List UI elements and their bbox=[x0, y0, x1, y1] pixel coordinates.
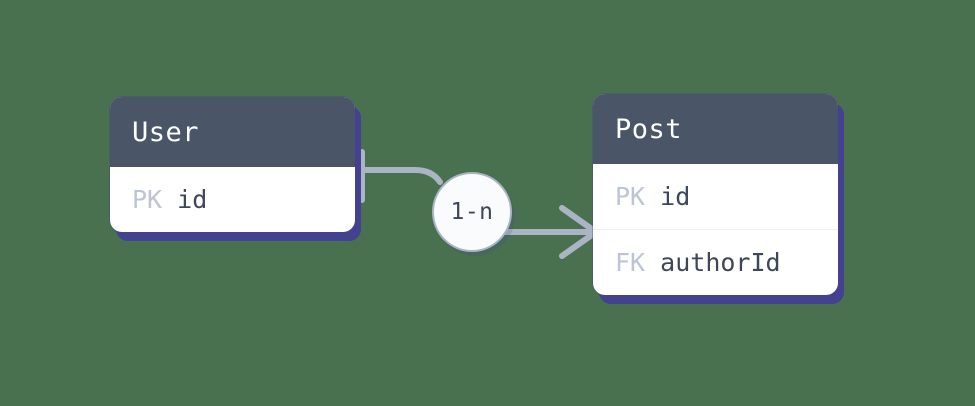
attribute-row: FK authorId bbox=[593, 229, 838, 295]
entity-title-post: Post bbox=[593, 94, 838, 164]
attribute-name: authorId bbox=[660, 248, 781, 277]
edge-user-to-relationship bbox=[352, 167, 443, 185]
attribute-row: PK id bbox=[110, 167, 355, 232]
attribute-key-tag: PK bbox=[132, 185, 163, 214]
relationship-label: 1-n bbox=[450, 198, 494, 225]
attribute-name: id bbox=[660, 182, 691, 211]
attribute-key-tag: FK bbox=[615, 248, 646, 277]
entity-title-user: User bbox=[110, 97, 355, 167]
entity-card-post[interactable]: Post PK id FK authorId bbox=[593, 94, 838, 295]
attribute-key-tag: PK bbox=[615, 182, 646, 211]
attribute-row: PK id bbox=[593, 164, 838, 229]
relationship-bubble[interactable]: 1-n bbox=[432, 172, 512, 252]
cardinality-many-crowsfoot bbox=[559, 205, 599, 259]
attribute-name: id bbox=[177, 185, 208, 214]
entity-card-user[interactable]: User PK id bbox=[110, 97, 355, 232]
